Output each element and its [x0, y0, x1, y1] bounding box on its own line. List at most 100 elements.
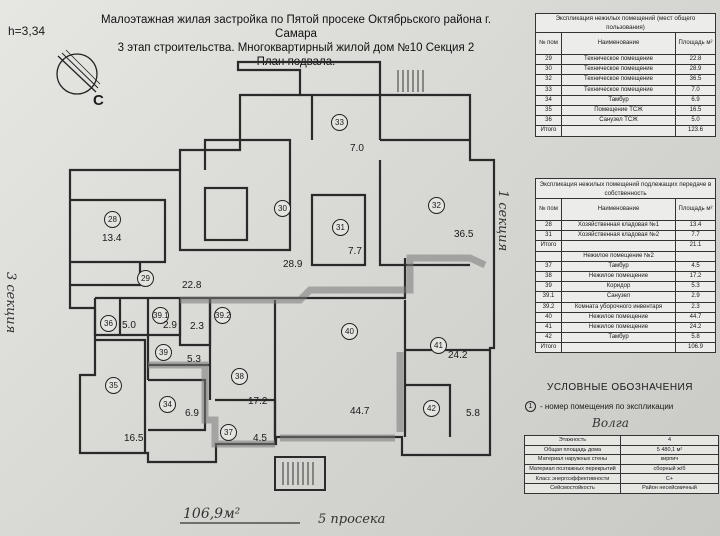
table-cell: Санузел: [561, 291, 676, 303]
table-cell: 32: [535, 74, 562, 86]
area-label: 13.4: [102, 233, 122, 244]
table-title: Экспликация нежилых помещений подлежащих…: [535, 178, 716, 199]
table-cell: 34: [535, 94, 562, 106]
table-cell: 7.7: [675, 230, 716, 242]
table-cell: Нежилое помещение: [561, 311, 676, 323]
area-label: 28.9: [283, 259, 303, 270]
title-block: Малоэтажная жилая застройка по Пятой про…: [80, 13, 512, 69]
table-cell: 2.3: [675, 301, 716, 313]
table-header: Площадь м²: [675, 32, 716, 55]
table-cell: Итого: [535, 342, 562, 354]
legend-title: УСЛОВНЫЕ ОБОЗНАЧЕНИЯ: [547, 382, 693, 393]
table-cell: 30: [535, 64, 562, 76]
room-marker: 33: [331, 114, 348, 131]
area-label: 22.8: [182, 280, 202, 291]
room-marker: 39.1: [152, 307, 169, 324]
table-cell: Тамбур: [561, 260, 676, 272]
table-cell: 28.9: [675, 64, 716, 76]
north-arrow-icon: [56, 49, 101, 95]
explication-table-common: Экспликация нежилых помещений (мест обще…: [535, 13, 716, 137]
table-cell: Материал поэтажных перекрытий: [524, 463, 621, 475]
table-cell: 28: [535, 219, 562, 232]
legend-bullet: 1: [525, 401, 536, 412]
table-cell: 39.2: [535, 301, 562, 313]
room-marker: 42: [423, 400, 440, 417]
table-row: Итого 21.1: [535, 240, 716, 252]
table-header: Наименование: [561, 198, 676, 221]
table-cell: 36.5: [675, 74, 716, 86]
table-cell: Общая площадь дома: [524, 444, 621, 456]
table-cell: 38: [535, 270, 562, 283]
room-marker: 32: [428, 197, 445, 214]
table-cell: 39: [535, 281, 562, 293]
area-label: 17.2: [248, 396, 268, 407]
table-cell: 44.7: [675, 311, 716, 323]
table-cell: Хозяйственная кладовая №1: [561, 219, 676, 232]
room-marker: 40: [341, 323, 358, 340]
table-cell: Тамбур: [561, 332, 676, 344]
area-label: 2.3: [190, 321, 204, 332]
table-cell: 6.9: [675, 94, 716, 106]
room-marker: 30: [274, 200, 291, 217]
table-cell: 33: [535, 84, 562, 96]
room-marker: 39.2: [214, 307, 231, 324]
table-cell: Помещение ТСЖ: [561, 104, 676, 117]
table-cell: Район несейсмичный: [620, 482, 719, 494]
table-cell: 5.0: [675, 115, 716, 127]
table-cell: Техническое помещение: [561, 74, 676, 86]
table-cell: 2.9: [675, 291, 716, 303]
table-cell: Итого: [535, 240, 562, 252]
table-cell: Нежилое помещение: [561, 270, 676, 283]
table-cell: 16.5: [675, 104, 716, 117]
table-cell: 4.5: [675, 260, 716, 272]
height-label: h=3,34: [8, 24, 46, 38]
table-cell: 17.2: [675, 270, 716, 283]
table-cell: Техническое помещение: [561, 84, 676, 96]
room-marker: 36: [100, 315, 117, 332]
table-cell: кирпич: [620, 454, 719, 465]
area-label: 24.2: [448, 350, 468, 361]
area-label: 5.3: [187, 354, 201, 365]
table-cell: 21.1: [675, 240, 716, 252]
table-cell: [561, 240, 676, 252]
table-cell: 5 480,1 м²: [620, 444, 719, 456]
table-header: № пом: [535, 32, 562, 55]
table-cell: Сейсмостойкость: [524, 482, 621, 494]
table-cell: 35: [535, 104, 562, 117]
table-cell: 42: [535, 332, 562, 344]
room-marker: 34: [159, 396, 176, 413]
area-label: 4.5: [253, 433, 267, 444]
table-cell: Хозяйственная кладовая №2: [561, 230, 676, 242]
room-marker: 29: [137, 270, 154, 287]
handwritten-note: 3 секция: [3, 272, 18, 334]
table-cell: 4: [620, 435, 719, 446]
table-cell: 24.2: [675, 321, 716, 334]
table-cell: 36: [535, 115, 562, 127]
table-cell: 29: [535, 53, 562, 66]
table-cell: 40: [535, 311, 562, 323]
area-label: 36.5: [454, 229, 474, 240]
table-cell: Нежилое помещение: [561, 321, 676, 334]
legend: УСЛОВНЫЕ ОБОЗНАЧЕНИЯ 1 - номер помещения…: [525, 382, 715, 412]
table-cell: 123.6: [675, 125, 716, 137]
table-cell: Санузел ТСЖ: [561, 115, 676, 127]
title-line-2: 3 этап строительства. Многоквартирный жи…: [117, 42, 475, 54]
table-header: Площадь м²: [675, 198, 716, 221]
area-label: 16.5: [124, 433, 144, 444]
table-cell: С+: [620, 473, 719, 484]
room-marker: 28: [104, 211, 121, 228]
handwritten-note: 106,9м²: [183, 506, 241, 522]
area-label: 7.7: [348, 246, 362, 257]
